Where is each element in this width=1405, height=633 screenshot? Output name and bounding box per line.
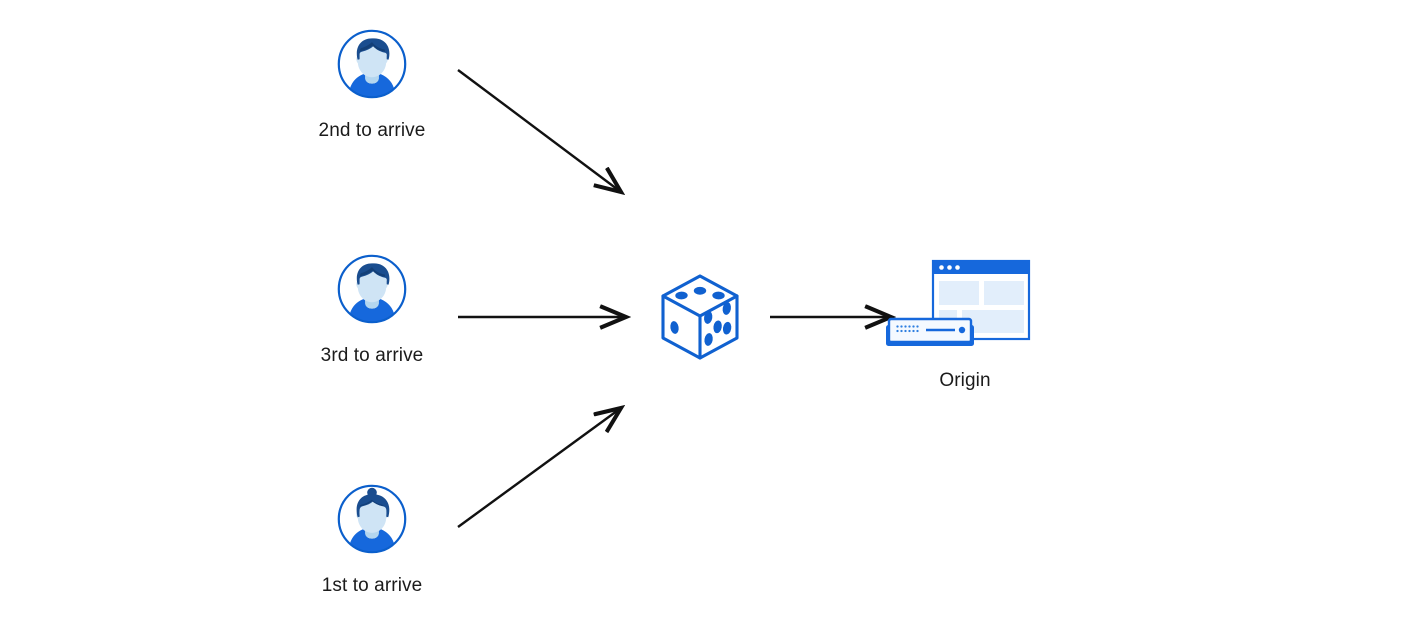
arrow-1st-to-dice — [457, 408, 621, 528]
origin-icon-wrap — [865, 248, 1065, 358]
arrow-2nd-to-dice — [457, 69, 621, 192]
avatar — [297, 26, 447, 102]
node-label-user-3rd: 3rd to arrive — [320, 345, 424, 366]
router-icon — [886, 317, 974, 346]
node-label-origin: Origin — [939, 370, 991, 391]
server-window-icon — [886, 259, 1031, 346]
node-label-user-1st: 1st to arrive — [321, 575, 423, 596]
node-user-1st[interactable]: 1st to arrive — [297, 481, 447, 597]
user-avatar-icon — [337, 484, 407, 554]
user-avatar-icon — [337, 254, 407, 324]
dice-icon — [661, 274, 739, 360]
avatar — [297, 481, 447, 557]
avatar — [297, 251, 447, 327]
node-origin[interactable]: Origin — [865, 248, 1065, 392]
node-randomizer[interactable] — [645, 262, 755, 372]
node-user-3rd[interactable]: 3rd to arrive — [297, 251, 447, 367]
user-avatar-icon — [337, 29, 407, 99]
node-label-user-2nd: 2nd to arrive — [318, 120, 426, 141]
node-user-2nd[interactable]: 2nd to arrive — [297, 26, 447, 142]
